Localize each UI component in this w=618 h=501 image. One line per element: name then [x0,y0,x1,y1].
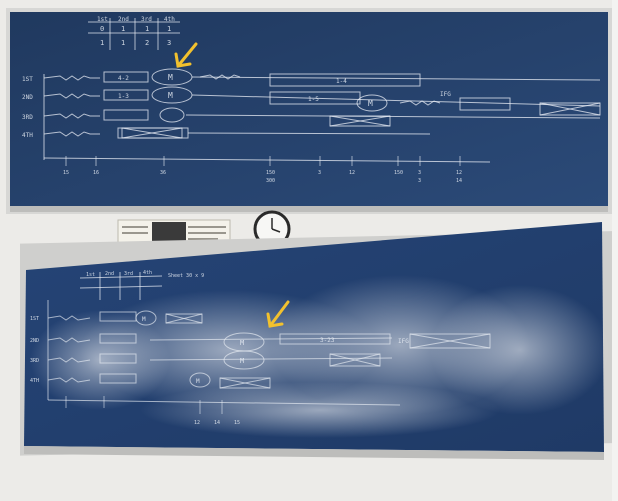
header-r1-1: 0 [100,25,104,33]
row-label-4: 4TH [22,132,33,139]
motor-label-bottom-4: M [196,378,200,385]
box-label-3: 1-4 [336,78,347,85]
bottom-row-label-3: 3RD [30,358,39,364]
row-label-1: 1ST [22,76,33,83]
motor-label-bottom-2: M [240,357,244,365]
bottom-board-mark-2: 14 [214,420,220,426]
header-r1-4: 1 [167,25,171,33]
bottom-mark-12: 14 [456,178,462,184]
header-col-1: 1st [97,16,108,23]
bottom-note: Sheet 30 x 9 [168,273,204,279]
bottom-box-label-1: 3-23 [320,337,335,344]
motor-label-top-2: M [168,91,173,100]
bottom-row-label-4: 4TH [30,378,39,384]
box-label-5: IFG [440,91,451,98]
bottom-header-col-1: 1st [86,272,95,278]
header-r1-2: 1 [121,25,125,33]
bottom-board-mark-1: 12 [194,420,200,426]
bottom-box-label-2: IFG [398,338,409,345]
bottom-ticks-top [65,156,461,166]
header-r2-1: 1 [100,39,104,47]
bottom-mark-5: 300 [266,178,275,184]
bottom-mark-11: 12 [456,170,462,176]
bottom-mark-8: 150 [394,170,403,176]
bottom-header-col-3: 3rd [124,271,133,277]
header-r1-3: 1 [145,25,149,33]
header-col-4: 4th [164,16,175,23]
motor-label-bottom-3: M [142,316,146,323]
bottom-row-label-1: 1ST [30,316,39,322]
bottom-mark-1: 15 [63,170,69,176]
row-label-3: 3RD [22,114,33,121]
header-table-top [88,18,180,50]
process-lines-bottom [47,300,491,406]
bottom-ticks-bottom [65,396,223,414]
bottom-board-mark-3: 15 [234,420,240,426]
bottom-header-col-2: 2nd [105,271,114,277]
motor-label-top-1: M [168,73,173,82]
header-r2-4: 3 [167,39,171,47]
header-table-bottom [79,272,163,300]
row-label-2: 2ND [22,94,33,101]
bottom-mark-3: 36 [160,170,166,176]
box-label-2: 1-3 [118,93,129,100]
eraser-smudges [30,275,610,438]
motor-label-top-3: M [368,99,373,108]
bottom-row-label-2: 2ND [30,338,39,344]
bottom-mark-10: 3 [418,178,421,184]
bottom-mark-4: 150 [266,170,275,176]
board-top: 1st 2nd 3rd 4th 0 1 1 1 1 1 2 3 1ST 2ND … [6,8,612,214]
bottom-mark-6: 3 [318,170,321,176]
bottom-mark-7: 12 [349,170,355,176]
arrow-icon [266,300,290,328]
board-bottom: 1st 2nd 3rd 4th Sheet 30 x 9 1ST 2ND 3RD… [20,222,612,460]
process-lines-top [43,68,601,163]
bottom-header-col-4: 4th [143,270,152,276]
header-r2-3: 2 [145,39,149,47]
bottom-mark-9: 3 [418,170,421,176]
box-label-1: 4-2 [118,75,129,82]
header-col-3: 3rd [141,16,152,23]
arrow-icon [174,42,198,68]
header-col-2: 2nd [118,16,129,23]
bottom-mark-2: 16 [93,170,99,176]
motor-label-bottom-1: M [240,339,244,347]
header-r2-2: 1 [121,39,125,47]
box-label-4: 1-5 [308,96,319,103]
clock-icon [253,210,291,248]
